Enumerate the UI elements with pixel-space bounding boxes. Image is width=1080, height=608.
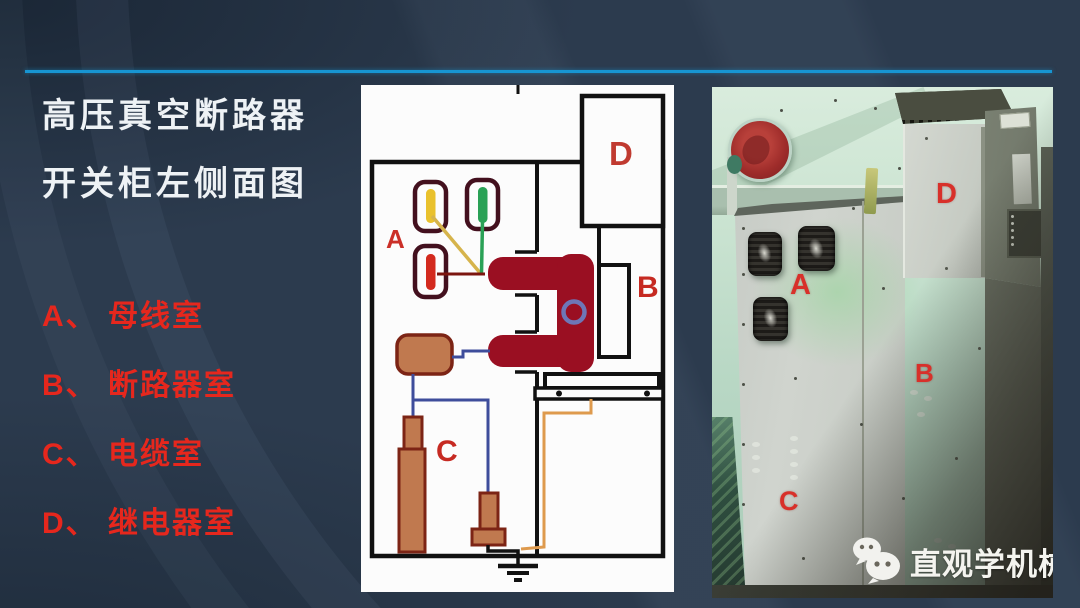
legend-item-cable-room: C、 电缆室 (42, 438, 204, 471)
partition-wall (515, 162, 539, 556)
fan-hole-streak (737, 130, 775, 170)
schematic-drawing (369, 85, 666, 582)
breaker-trolley (533, 372, 665, 401)
schematic-label-busbar-room: A (386, 224, 405, 254)
photo-label-breaker-room: B (915, 358, 934, 388)
watermark: 直观学机械 (852, 537, 1053, 585)
cabinet-base-strip (712, 585, 1053, 598)
photo-label-relay-room: D (936, 178, 957, 210)
side-instrument-panel (1007, 209, 1043, 258)
schematic-label-cable-room: C (436, 435, 458, 468)
bushing-highlight (755, 242, 774, 265)
legend-item-breaker-room: B、 断路器室 (42, 369, 236, 402)
cable-terminal-small-base (470, 527, 507, 547)
schematic-label-breaker-room: B (637, 271, 659, 304)
side-handle-plate (1012, 153, 1032, 205)
relay-box-hinge-strip (981, 127, 985, 277)
switchgear-photo: A B C D 直观学机械 (712, 87, 1053, 598)
legend-item-busbar-room: A、 母线室 (42, 300, 204, 333)
bushing-bottom (753, 297, 788, 341)
panel-buttons (1011, 215, 1014, 218)
schematic-panel: A B C D (361, 85, 674, 592)
page-title: 高压真空断路器 开关柜左侧面图 (42, 94, 308, 206)
breaker-room-panel (597, 263, 631, 359)
panel-louver-dimples (752, 442, 760, 447)
current-transformer (395, 333, 454, 376)
busbar-red (426, 254, 436, 290)
panel-seam (862, 201, 864, 590)
photo-label-cable-room: C (779, 486, 799, 516)
wechat-icon (853, 537, 900, 584)
photo-label-busbar-room: A (790, 269, 811, 301)
bushing-top-right (798, 226, 835, 271)
relay-room-box (579, 93, 666, 229)
side-name-plate (999, 111, 1031, 130)
panel-screws (742, 227, 745, 230)
bushing-top-left (748, 232, 782, 276)
breaker-ring (561, 299, 587, 325)
photo-wall-fan-hole (727, 118, 792, 182)
page-title-line2: 开关柜左侧面图 (42, 165, 308, 203)
cable-terminal-tall-top (402, 415, 424, 453)
fan-hole-rim-patch (727, 155, 742, 174)
wires-blue (411, 349, 490, 493)
legend-item-relay-room: D、 继电器室 (42, 507, 236, 540)
busbar-room-group (412, 177, 501, 300)
cable-room-group (395, 333, 593, 554)
cable-terminal-tall-body (397, 447, 427, 554)
ground-symbol (486, 545, 538, 582)
title-accent-line (25, 70, 1052, 73)
cable-terminal-small-top (478, 491, 500, 533)
wire-orange (520, 399, 593, 551)
busbar-green (478, 187, 488, 223)
bushing-highlight (806, 236, 826, 260)
schematic-label-relay-room: D (609, 135, 633, 172)
breaker-group (488, 254, 594, 372)
wire-green (479, 220, 485, 275)
bushing-highlight (761, 307, 780, 331)
busbar-yellow (426, 189, 436, 223)
wire-yellow (430, 214, 483, 276)
watermark-text: 直观学机械 (910, 546, 1053, 582)
photo-right-edge (1041, 147, 1053, 598)
page-title-line1: 高压真空断路器 (42, 97, 308, 135)
hanging-strap (863, 167, 879, 215)
